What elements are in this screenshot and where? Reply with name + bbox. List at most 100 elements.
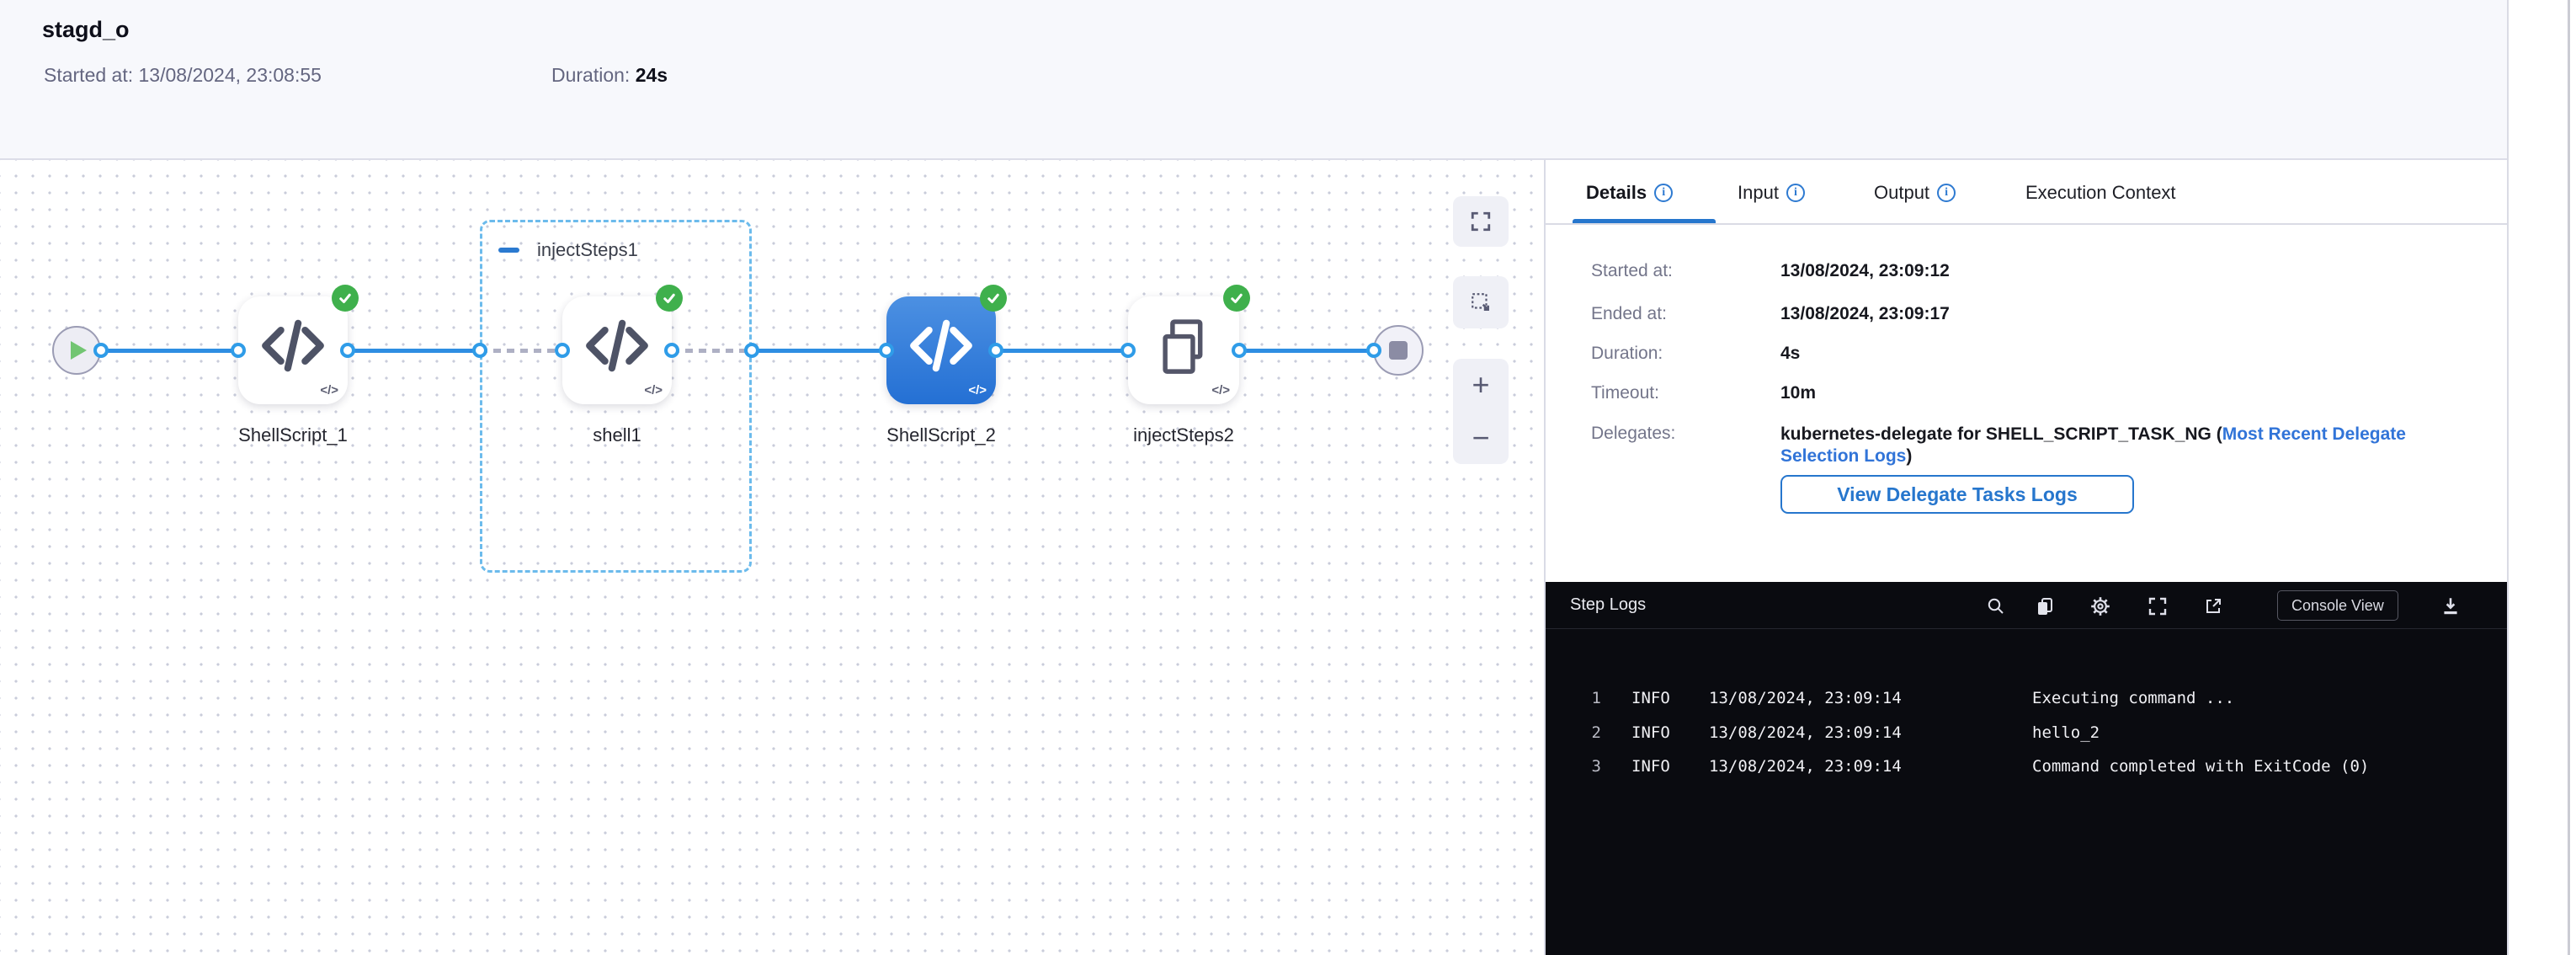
step-logs-title: Step Logs: [1570, 595, 1647, 614]
connector-dot: [744, 343, 759, 358]
tab-label: Input: [1738, 181, 1779, 203]
connector-dot: [1366, 343, 1381, 358]
field-label: Started at:: [1591, 261, 1673, 280]
download-icon[interactable]: [2438, 594, 2463, 619]
log-line-number: 2: [1591, 723, 1601, 742]
zoom-controls: + −: [1453, 359, 1509, 464]
tab-label: Output: [1874, 181, 1930, 203]
pipeline-edge: [101, 349, 238, 353]
pipeline-edge: [348, 349, 480, 353]
pipeline-start-node[interactable]: [52, 326, 101, 375]
fit-to-screen-button[interactable]: [1453, 196, 1509, 247]
connector-dot: [340, 343, 355, 358]
step-group-injectsteps1[interactable]: [480, 220, 752, 573]
step-node-shell1[interactable]: [562, 285, 683, 404]
connector-dot: [231, 343, 246, 358]
step-node-shellscript-1[interactable]: [238, 285, 359, 404]
field-value: 10m: [1780, 383, 1817, 403]
connector-dot: [93, 343, 109, 358]
step-node-injectsteps2[interactable]: [1128, 285, 1250, 404]
log-line: 3 INFO 13/08/2024, 23:09:14 Command comp…: [1546, 757, 2507, 779]
marquee-select-button[interactable]: [1453, 276, 1509, 328]
connector-dot: [879, 343, 894, 358]
step-node-shellscript-2-selected[interactable]: [886, 285, 1007, 404]
search-icon[interactable]: [1983, 594, 2009, 619]
stage-meta: Started at: 13/08/2024, 23:08:55 Duratio…: [44, 64, 668, 87]
window-scrollbar[interactable]: [2568, 0, 2570, 955]
log-message: hello_2: [2032, 723, 2100, 742]
pipeline-edge: [996, 349, 1128, 353]
zoom-out-button[interactable]: −: [1472, 419, 1490, 455]
started-at-value: 13/08/2024, 23:08:55: [138, 64, 322, 86]
pipeline-canvas[interactable]: injectSteps1: [0, 160, 1546, 955]
connector-dot: [472, 343, 487, 358]
stage-header: stagd_o Started at: 13/08/2024, 23:08:55…: [0, 0, 2507, 160]
delegates-text: kubernetes-delegate for SHELL_SCRIPT_TAS…: [1780, 424, 2222, 444]
step-logs-panel: Step Logs: [1546, 582, 2507, 955]
shell-script-type-icon: [644, 383, 663, 397]
duration-value: 24s: [635, 64, 668, 86]
play-icon: [71, 341, 87, 360]
info-icon[interactable]: [1937, 183, 1956, 202]
log-line-number: 3: [1591, 757, 1601, 776]
log-line: 2 INFO 13/08/2024, 23:09:14 hello_2: [1546, 723, 2507, 745]
log-timestamp: 13/08/2024, 23:09:14: [1709, 757, 1902, 776]
log-level: INFO: [1631, 723, 1670, 742]
tab-output[interactable]: Output: [1874, 160, 1956, 225]
delegates-value: kubernetes-delegate for SHELL_SCRIPT_TAS…: [1780, 424, 2412, 467]
tab-input[interactable]: Input: [1738, 160, 1805, 225]
log-message: Executing command ...: [2032, 689, 2235, 707]
delegate-selection-logs-link[interactable]: Most Recent Delegate Selection Logs: [1780, 424, 2406, 466]
copy-steps-icon: [1154, 317, 1213, 380]
field-label: Ended at:: [1591, 304, 1667, 323]
success-check-icon: [980, 285, 1007, 312]
connector-dot: [1232, 343, 1247, 358]
pipeline-edge-dashed: [480, 349, 562, 353]
log-line-number: 1: [1591, 689, 1601, 707]
step-label: ShellScript_2: [886, 424, 996, 445]
step-label: ShellScript_1: [238, 424, 348, 445]
field-value: 13/08/2024, 23:09:12: [1780, 261, 1950, 280]
code-icon: [258, 317, 327, 380]
details-tabs: Details Input Output Execution Context: [1546, 160, 2507, 225]
log-level: INFO: [1631, 689, 1670, 707]
tab-label: Details: [1586, 181, 1647, 203]
settings-gear-icon[interactable]: [2088, 594, 2113, 619]
view-delegate-tasks-logs-button[interactable]: View Delegate Tasks Logs: [1780, 475, 2134, 514]
tab-execution-context[interactable]: Execution Context: [2025, 160, 2176, 225]
field-label: Duration:: [1591, 344, 1663, 363]
connector-dot: [664, 343, 679, 358]
stop-icon: [1389, 341, 1408, 360]
pipeline-edge: [752, 349, 886, 353]
shell-script-type-icon: [968, 383, 987, 397]
connector-dot: [988, 343, 1003, 358]
delegates-suffix: ): [1906, 446, 1913, 466]
console-view-button[interactable]: Console View: [2277, 590, 2398, 621]
connector-dot: [555, 343, 570, 358]
shell-script-type-icon: [320, 383, 338, 397]
right-gutter: [2507, 0, 2576, 955]
collapse-group-icon[interactable]: [498, 248, 519, 253]
active-tab-underline: [1573, 219, 1716, 223]
tab-details[interactable]: Details: [1586, 160, 1674, 225]
code-icon: [583, 317, 652, 380]
group-label: injectSteps1: [537, 239, 638, 260]
success-check-icon: [656, 285, 683, 312]
log-line: 1 INFO 13/08/2024, 23:09:14 Executing co…: [1546, 689, 2507, 711]
tab-label: Execution Context: [2025, 181, 2176, 203]
field-value: 4s: [1780, 344, 1801, 363]
step-label: injectSteps2: [1133, 424, 1234, 445]
code-icon: [907, 317, 976, 380]
fullscreen-icon: [1471, 211, 1491, 232]
info-icon[interactable]: [1786, 183, 1805, 202]
open-in-new-tab-icon[interactable]: [2201, 594, 2226, 619]
field-label: Timeout:: [1591, 383, 1659, 403]
expand-fullscreen-icon[interactable]: [2145, 594, 2170, 619]
copy-icon[interactable]: [2032, 594, 2057, 619]
duration-label: Duration:: [551, 64, 631, 86]
info-icon[interactable]: [1654, 183, 1674, 202]
log-timestamp: 13/08/2024, 23:09:14: [1709, 689, 1902, 707]
step-logs-header: Step Logs: [1546, 582, 2507, 629]
connector-dot: [1120, 343, 1136, 358]
zoom-in-button[interactable]: +: [1472, 367, 1490, 403]
